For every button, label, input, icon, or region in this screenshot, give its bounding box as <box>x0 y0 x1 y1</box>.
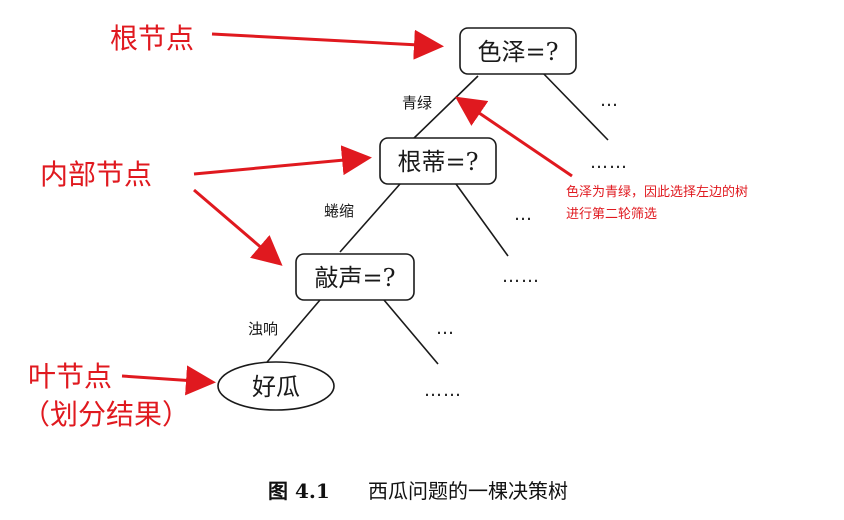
edge-internal2-left <box>261 299 321 369</box>
node-leaf-label: 好瓜 <box>252 373 300 401</box>
annotation-note-line1: 色泽为青绿，因此选择左边的树 <box>566 184 748 200</box>
caption-figure-label: 图 4.1 <box>268 479 330 503</box>
node-internal-1: 根蒂=? <box>379 137 497 185</box>
ellipsis-root-mid: … <box>600 90 619 111</box>
annotation-arrows <box>121 29 573 396</box>
annotation-internal: 内部节点 <box>40 158 152 191</box>
ellipsis-root-right: …… <box>590 152 628 173</box>
edge-internal1-left <box>339 183 401 253</box>
edge-label-zhuoxiang: 浊响 <box>248 320 278 338</box>
ellipsis-internal1-right: …… <box>502 266 540 287</box>
ellipsis-internal2-right: …… <box>424 380 462 401</box>
edge-root-left <box>411 75 479 141</box>
arrow-root <box>211 29 444 60</box>
node-leaf: 好瓜 <box>217 361 335 411</box>
annotation-root: 根节点 <box>110 22 194 55</box>
arrow-leaf <box>121 365 216 396</box>
edge-label-quansuo: 蜷缩 <box>324 202 354 220</box>
node-internal-2: 敲声=? <box>295 253 415 301</box>
edge-label-qinglv: 青绿 <box>402 94 432 112</box>
annotation-leaf-sub: （划分结果） <box>22 398 190 431</box>
ellipsis-internal1-mid: … <box>514 204 533 225</box>
tree-edges <box>261 69 609 369</box>
annotation-note-line2: 进行第二轮筛选 <box>566 207 657 222</box>
node-root: 色泽=? <box>459 27 577 75</box>
ellipsis-internal2-mid: … <box>436 318 455 339</box>
arrow-note <box>455 96 573 178</box>
node-internal-2-label: 敲声=? <box>315 264 396 292</box>
edge-internal1-right <box>455 183 509 257</box>
caption-title: 西瓜问题的一棵决策树 <box>368 479 568 503</box>
arrow-internal-1 <box>193 145 372 176</box>
edge-root-right <box>539 69 609 141</box>
node-root-label: 色泽=? <box>478 38 559 66</box>
annotation-leaf: 叶节点 <box>28 360 112 393</box>
node-internal-1-label: 根蒂=? <box>398 148 479 176</box>
edge-internal2-right <box>383 299 439 365</box>
arrow-internal-2 <box>193 188 283 266</box>
